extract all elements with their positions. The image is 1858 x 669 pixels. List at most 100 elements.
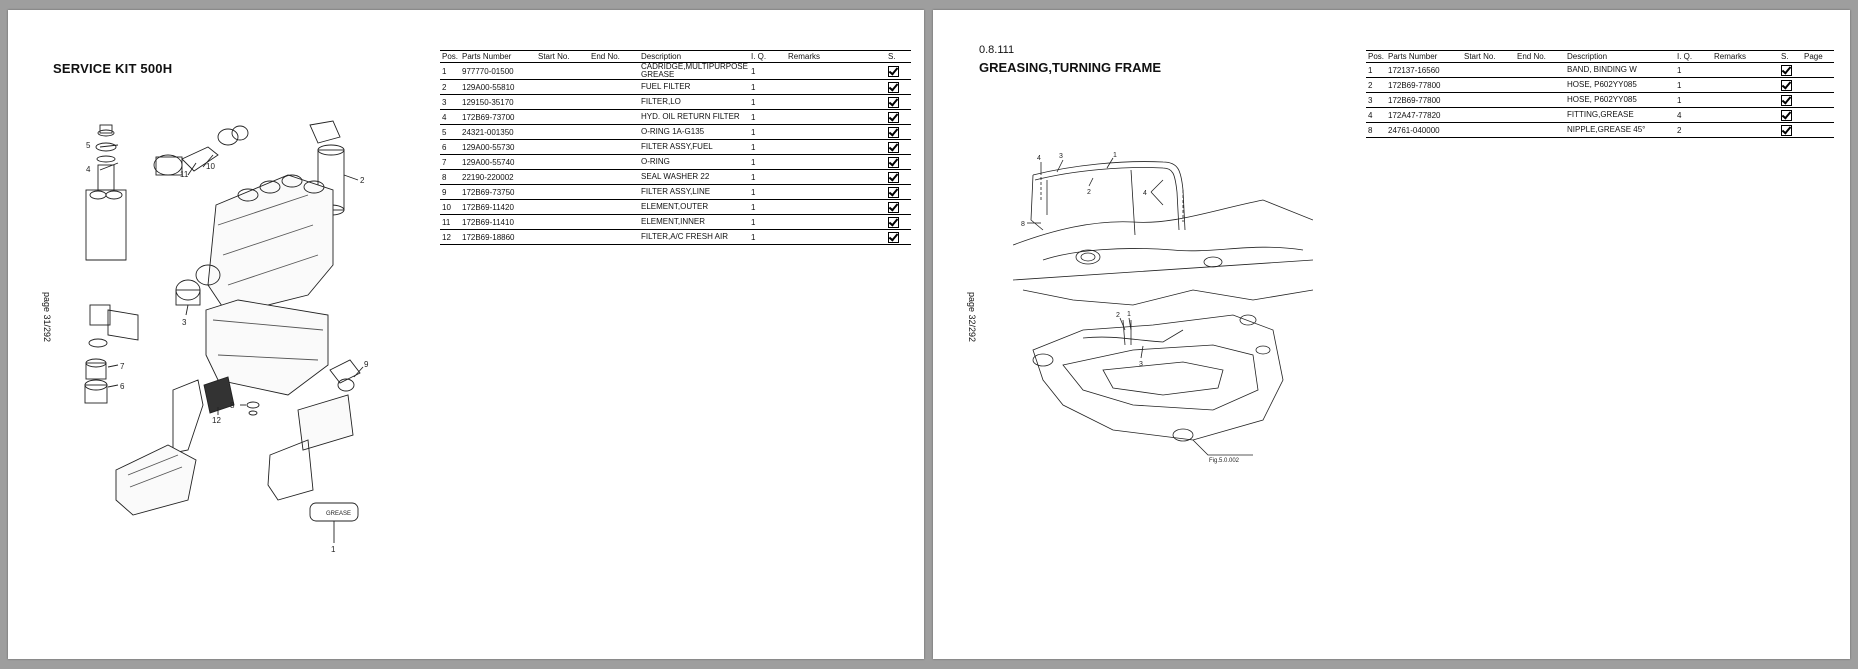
- cell-part-number: 172A47-77820: [1386, 107, 1462, 123]
- cell-part-number: 172137-16560: [1386, 62, 1462, 78]
- cell-description: NIPPLE,GREASE 45°: [1565, 122, 1675, 138]
- col-header-pos: Pos.: [440, 50, 460, 63]
- catalog-page-2: 0.8.111 GREASING,TURNING FRAME page 32/2…: [933, 10, 1850, 659]
- cell-pos: 5: [440, 124, 460, 140]
- page-title: GREASING,TURNING FRAME: [979, 60, 1161, 75]
- page-number-label: page 32/292: [967, 292, 977, 343]
- cell-description: SEAL WASHER 22: [639, 169, 749, 185]
- col-header-selected: S.: [886, 50, 911, 63]
- cell-pos: 4: [1366, 107, 1386, 123]
- cell-part-number: 977770-01500: [460, 62, 536, 80]
- cell-qty: 1: [749, 124, 786, 140]
- callout-11: 11: [180, 170, 189, 179]
- callout-5: 5: [86, 141, 91, 150]
- col-header-description: Description: [1565, 50, 1675, 63]
- table-header-row: Pos. Parts Number Start No. End No. Desc…: [1366, 50, 1834, 63]
- select-checkbox[interactable]: [888, 141, 899, 153]
- cell-pos: 3: [440, 94, 460, 110]
- cell-qty: 1: [749, 154, 786, 170]
- callout-2: 2: [360, 176, 365, 185]
- cell-qty: 1: [749, 139, 786, 155]
- cell-part-number: 129A00-55740: [460, 154, 536, 170]
- select-checkbox[interactable]: [1781, 79, 1792, 91]
- callout-3: 3: [1059, 153, 1063, 160]
- turning-frame-greasing-drawing: 4 3 1 2 4 8 2 1 3 Fig.5.0.002: [1013, 152, 1313, 464]
- select-checkbox[interactable]: [888, 216, 899, 228]
- cell-description: FITTING,GREASE: [1565, 107, 1675, 123]
- col-header-qty: I. Q.: [749, 50, 786, 63]
- cell-pos: 1: [1366, 62, 1386, 78]
- cell-pos: 2: [1366, 77, 1386, 93]
- cell-description: CADRIDGE,MULTIPURPOSE GREASE: [639, 62, 749, 80]
- cell-pos: 7: [440, 154, 460, 170]
- callout-2: 2: [1087, 189, 1091, 196]
- select-checkbox[interactable]: [888, 231, 899, 243]
- cell-qty: 1: [749, 214, 786, 230]
- select-checkbox[interactable]: [888, 81, 899, 93]
- cell-part-number: 172B69-73700: [460, 109, 536, 125]
- select-checkbox[interactable]: [1781, 94, 1792, 106]
- catalog-page-1: SERVICE KIT 500H page 31/292: [8, 10, 924, 659]
- select-checkbox[interactable]: [888, 111, 899, 123]
- cell-qty: 1: [1675, 92, 1712, 108]
- cell-description: FILTER,LO: [639, 94, 749, 110]
- cell-pos: 11: [440, 214, 460, 230]
- col-header-end-no: End No.: [589, 50, 639, 63]
- cell-pos: 9: [440, 184, 460, 200]
- select-checkbox[interactable]: [888, 96, 899, 108]
- cell-description: FUEL FILTER: [639, 79, 749, 95]
- cell-part-number: 172B69-18860: [460, 229, 536, 245]
- select-checkbox[interactable]: [1781, 64, 1792, 76]
- cell-part-number: 24321-001350: [460, 124, 536, 140]
- cell-qty: 1: [749, 62, 786, 80]
- page-number-label: page 31/292: [42, 292, 52, 343]
- col-header-selected: S.: [1779, 50, 1802, 63]
- cell-pos: 2: [440, 79, 460, 95]
- callout-1: 1: [1113, 152, 1117, 159]
- cell-description: HYD. OIL RETURN FILTER: [639, 109, 749, 125]
- callout-9: 9: [364, 360, 369, 369]
- cell-qty: 2: [1675, 122, 1712, 138]
- select-checkbox[interactable]: [1781, 109, 1792, 121]
- service-kit-exploded-drawing: GREASE 5 4 11 10 2 3 7 6 8 12 9 1: [84, 120, 369, 554]
- col-header-page: Page: [1802, 50, 1834, 63]
- cell-qty: 1: [749, 229, 786, 245]
- col-header-part-number: Parts Number: [1386, 50, 1462, 63]
- table-row: 1 977770-01500 CADRIDGE,MULTIPURPOSE GREAS…: [440, 62, 911, 80]
- cell-description: FILTER ASSY,LINE: [639, 184, 749, 200]
- cell-part-number: 172B69-73750: [460, 184, 536, 200]
- select-checkbox[interactable]: [1781, 124, 1792, 136]
- callout-8: 8: [1021, 221, 1025, 228]
- col-header-description: Description: [639, 50, 749, 63]
- cell-part-number: 129A00-55730: [460, 139, 536, 155]
- table-header-row: Pos. Parts Number Start No. End No. Desc…: [440, 50, 911, 63]
- cell-qty: 1: [749, 109, 786, 125]
- callout-3b: 3: [1139, 361, 1143, 368]
- cell-qty: 1: [749, 79, 786, 95]
- callout-4: 4: [1037, 155, 1041, 162]
- parts-table: Pos. Parts Number Start No. End No. Desc…: [1366, 50, 1834, 138]
- col-header-pos: Pos.: [1366, 50, 1386, 63]
- col-header-part-number: Parts Number: [460, 50, 536, 63]
- col-header-start-no: Start No.: [536, 50, 589, 63]
- cell-pos: 6: [440, 139, 460, 155]
- cell-part-number: 172B69-11410: [460, 214, 536, 230]
- select-checkbox[interactable]: [888, 126, 899, 138]
- select-checkbox[interactable]: [888, 156, 899, 168]
- select-checkbox[interactable]: [888, 171, 899, 183]
- select-checkbox[interactable]: [888, 201, 899, 213]
- select-checkbox[interactable]: [888, 65, 899, 77]
- select-checkbox[interactable]: [888, 186, 899, 198]
